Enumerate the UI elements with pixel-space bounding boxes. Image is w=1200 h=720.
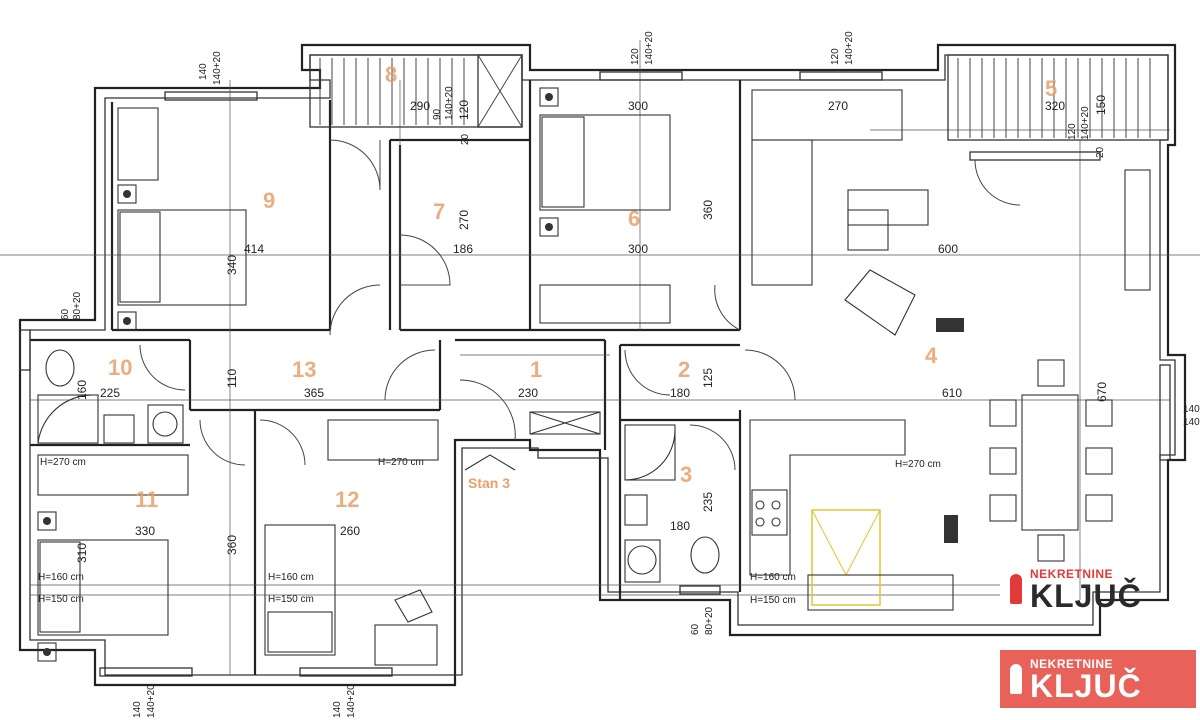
dim-label: 610 xyxy=(942,386,962,400)
room-number-1: 1 xyxy=(530,357,542,382)
dim-label: 140 xyxy=(132,701,143,718)
entrance-label: Stan 3 xyxy=(468,475,510,491)
height-label: H=150 cm xyxy=(268,594,314,605)
dim-label: 235 xyxy=(701,492,715,512)
furniture-room-11 xyxy=(37,454,189,662)
room-number-3: 3 xyxy=(680,462,692,487)
dim-label: 140+20 xyxy=(212,51,223,85)
key-icon xyxy=(1010,664,1022,694)
key-icon xyxy=(1010,574,1022,604)
furniture-hall-1 xyxy=(464,411,601,471)
height-label: H=160 cm xyxy=(750,572,796,583)
room-number-10: 10 xyxy=(108,355,132,380)
room-number-13: 13 xyxy=(292,357,316,382)
dim-label: 270 xyxy=(457,210,471,230)
dimension-labels: 140 140+20 120 140+20 120 140+20 60 80+2… xyxy=(60,31,1200,718)
dim-label: 140 xyxy=(332,701,343,718)
height-label: H=150 cm xyxy=(750,595,796,606)
dim-label: 340 xyxy=(225,255,239,275)
dim-label: 270 xyxy=(828,99,848,113)
dim-label: 330 xyxy=(135,524,155,538)
dim-label: 90 xyxy=(432,108,443,120)
dim-label: 20 xyxy=(460,133,471,145)
furniture-room-12 xyxy=(264,419,439,666)
height-label: H=160 cm xyxy=(38,572,84,583)
furniture-room-3 xyxy=(624,424,720,583)
dim-label: 150 xyxy=(1094,95,1108,115)
logo-big-text: KLJUČ xyxy=(1030,668,1142,704)
room-number-7: 7 xyxy=(433,199,445,224)
room-number-11: 11 xyxy=(135,487,158,512)
logo-big-text: KLJUČ xyxy=(1030,578,1142,614)
dim-label: 300 xyxy=(628,242,648,256)
furniture-room-10 xyxy=(37,349,184,444)
dim-label: 360 xyxy=(701,200,715,220)
dim-label: 260 xyxy=(340,524,360,538)
dim-label: 180 xyxy=(670,519,690,533)
dim-label: 120 xyxy=(457,100,471,120)
room-number-9: 9 xyxy=(263,188,275,213)
dim-label: 300 xyxy=(628,99,648,113)
dim-label: 670 xyxy=(1095,382,1109,402)
furniture-room-9 xyxy=(117,107,247,331)
dim-label: 120 xyxy=(630,48,641,65)
dim-label: 140 xyxy=(1183,417,1200,428)
dim-label: 290 xyxy=(410,99,430,113)
logo-small-text: NEKRETNINE xyxy=(1030,567,1114,581)
dim-label: 414 xyxy=(244,242,264,256)
agency-logo-badge: NEKRETNINE KLJUČ xyxy=(1000,650,1196,708)
dim-label: 140+20 xyxy=(444,86,455,120)
dim-label: 140+20 xyxy=(844,31,855,65)
dim-label: 80+20 xyxy=(72,291,83,320)
dim-label: 120 xyxy=(1067,123,1078,140)
dim-label: 180 xyxy=(670,386,690,400)
room-number-5: 5 xyxy=(1045,76,1057,101)
windows xyxy=(19,71,1171,677)
height-label: H=270 cm xyxy=(40,457,86,468)
room-number-2: 2 xyxy=(678,357,690,382)
dim-label: 600 xyxy=(938,242,958,256)
dim-label: 20 xyxy=(1095,146,1106,158)
dim-label: 225 xyxy=(100,386,120,400)
height-label: H=270 cm xyxy=(378,457,424,468)
dim-label: 60 xyxy=(690,623,701,635)
dim-label: 230 xyxy=(518,386,538,400)
interior-walls xyxy=(30,80,742,675)
height-label: H=150 cm xyxy=(38,594,84,605)
room-number-4: 4 xyxy=(925,343,938,368)
dim-label: 320 xyxy=(1045,99,1065,113)
height-labels: H=270 cm H=270 cm H=270 cm H=160 cm H=16… xyxy=(38,457,941,606)
dim-label: 365 xyxy=(304,386,324,400)
room-number-12: 12 xyxy=(335,487,359,512)
height-label: H=160 cm xyxy=(268,572,314,583)
furniture-room-4 xyxy=(749,89,1151,611)
dim-label: 186 xyxy=(453,242,473,256)
room-number-6: 6 xyxy=(628,206,640,231)
dim-label: 360 xyxy=(225,535,239,555)
dim-label: 140 xyxy=(1183,404,1200,415)
dim-label: 110 xyxy=(225,369,239,388)
agency-logo-watermark: NEKRETNINE KLJUČ xyxy=(1000,560,1196,618)
furniture-room-6 xyxy=(539,87,671,324)
balcony-5 xyxy=(947,54,1169,141)
dim-label: 140+20 xyxy=(1080,106,1091,140)
height-label: H=270 cm xyxy=(895,459,941,470)
dim-label: 120 xyxy=(830,48,841,65)
doors xyxy=(139,139,1021,471)
room-number-8: 8 xyxy=(385,62,397,87)
dim-label: 140 xyxy=(198,63,209,80)
dim-label: 80+20 xyxy=(704,606,715,635)
dim-label: 310 xyxy=(75,543,89,563)
dim-label: 160 xyxy=(75,380,89,400)
dim-label: 60 xyxy=(60,308,71,320)
dim-label: 125 xyxy=(701,368,715,388)
logo-small-text: NEKRETNINE xyxy=(1030,657,1114,671)
dim-label: 140+20 xyxy=(644,31,655,65)
dimension-lines xyxy=(0,40,1200,675)
dim-label: 140+20 xyxy=(146,684,157,718)
balcony-8 xyxy=(309,54,523,128)
room-numbers: 1 2 3 4 5 6 7 8 9 10 11 12 13 xyxy=(108,62,1057,512)
dim-label: 140+20 xyxy=(346,684,357,718)
